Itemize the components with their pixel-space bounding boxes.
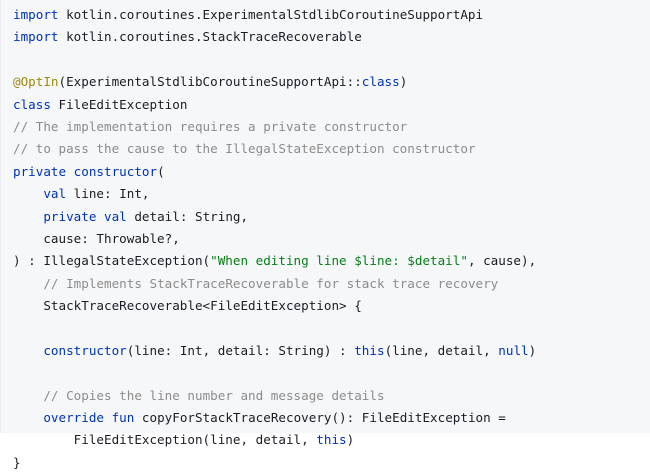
code-token: (ExperimentalStdlibCoroutineSupportApi:: [58,74,362,90]
code-token: ( [157,163,165,179]
code-token: (line, detail, [384,342,499,358]
code-line: override fun copyForStackTraceRecovery()… [1,407,650,429]
code-block: import kotlin.coroutines.ExperimentalStd… [1,4,650,474]
code-line: class FileEditException [1,94,650,116]
code-token: private constructor [13,163,158,179]
code-token: ) [346,432,355,448]
code-token: FileEditException [50,96,188,112]
code-line: // Implements StackTraceRecoverable for … [1,273,650,295]
code-line [1,362,650,384]
code-token: ) [528,342,537,358]
code-token: kotlin.coroutines.ExperimentalStdlibCoro… [58,7,484,22]
code-token: import [13,29,59,45]
code-token: private val [43,208,127,224]
code-token: (line: Int, detail: String) : [126,342,355,358]
code-line: // The implementation requires a private… [1,116,650,138]
code-line: import kotlin.coroutines.StackTraceRecov… [1,26,650,48]
code-line: cause: Throwable?, [1,228,650,250]
code-token: cause: Throwable?, [13,230,180,246]
code-token: detail: String, [126,208,249,224]
code-token: copyForStackTraceRecovery(): FileEditExc… [134,410,506,426]
code-token: val [43,186,67,202]
code-token: StackTraceRecoverable<FileEditException>… [13,298,362,314]
code-token: "When editing line $line: $detail" [210,253,468,269]
code-token: line: Int, [66,186,150,202]
code-token: override fun [43,410,135,426]
code-token [13,410,43,425]
code-line: val line: Int, [1,183,650,205]
code-token: class [361,74,400,90]
code-token: class [13,96,51,112]
code-token [13,343,43,358]
code-token: this [354,342,385,358]
code-token [13,276,43,291]
code-token: this [316,432,347,448]
code-token [13,388,43,403]
code-token: // Copies the line number and message de… [43,387,385,403]
code-line: } [1,452,650,474]
code-line: // Copies the line number and message de… [1,385,650,407]
code-line [1,317,650,339]
code-token: } [13,454,21,470]
code-token: FileEditException(line, detail, [13,432,317,448]
code-token: import [13,7,59,22]
code-token: constructor [43,342,127,358]
code-line: import kotlin.coroutines.ExperimentalStd… [1,4,650,26]
code-token: ) [399,74,408,90]
code-line: private val detail: String, [1,206,650,228]
code-token: @OptIn [13,74,59,90]
code-viewer: import kotlin.coroutines.ExperimentalStd… [0,0,537,470]
code-token: kotlin.coroutines.StackTraceRecoverable [58,29,362,45]
code-line: StackTraceRecoverable<FileEditException>… [1,295,650,317]
code-line: // to pass the cause to the IllegalState… [1,138,650,160]
code-line [1,49,650,71]
code-line: ) : IllegalStateException("When editing … [1,250,650,272]
code-line: constructor(line: Int, detail: String) :… [1,340,650,362]
code-token: null [498,342,529,358]
code-token: // The implementation requires a private… [13,118,408,134]
code-token [13,186,43,201]
code-token: // to pass the cause to the IllegalState… [13,141,476,157]
code-token: , cause), [467,253,537,269]
code-token [13,209,43,224]
code-token: ) : IllegalStateException( [13,253,211,269]
code-line: private constructor( [1,161,650,183]
code-token: // Implements StackTraceRecoverable for … [43,275,499,291]
code-line: @OptIn(ExperimentalStdlibCoroutineSuppor… [1,71,650,93]
